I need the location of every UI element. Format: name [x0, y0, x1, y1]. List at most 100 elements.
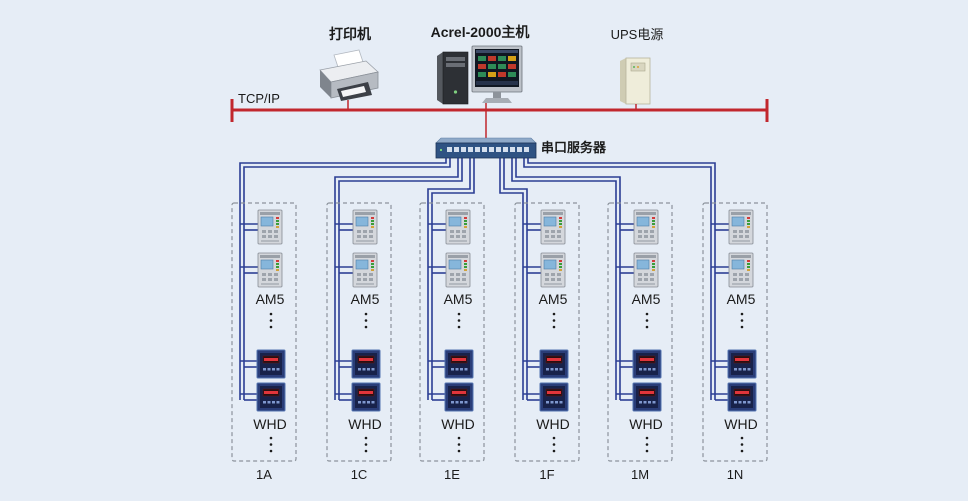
am5-top-strip	[543, 255, 563, 258]
am5-led	[276, 220, 279, 222]
am5-key	[462, 278, 466, 281]
serial-server-icon	[435, 137, 537, 159]
ellipsis-dots	[740, 312, 744, 329]
tcp-ip-network-bus	[230, 99, 769, 139]
whd-button	[276, 401, 280, 404]
am5-key	[369, 278, 373, 281]
am5-key	[450, 273, 454, 276]
am5-led	[559, 266, 562, 268]
whd-button	[464, 368, 468, 371]
am5-led	[464, 260, 467, 262]
am5-key	[363, 278, 367, 281]
am5-key	[357, 235, 361, 238]
screen-block	[488, 72, 496, 77]
whd-digits	[640, 358, 654, 361]
am5-led	[747, 260, 750, 262]
lower-device-label: WHD	[536, 416, 569, 432]
whd-meter-icon	[444, 382, 474, 412]
ellipsis-dot	[645, 436, 649, 440]
whd-button	[546, 401, 549, 404]
am5-led	[747, 263, 750, 265]
am5-led	[747, 220, 750, 222]
am5-key	[357, 230, 361, 233]
meter-groups: AM5WHD1AAM5WHD1CAM5WHD1EAM5WHD1FAM5WHD1M…	[231, 202, 768, 482]
am5-device-icon	[257, 252, 283, 288]
whd-button	[451, 401, 454, 404]
whd-button	[272, 401, 275, 404]
rs485-trunk-line	[334, 157, 459, 400]
rs485-trunk-line	[511, 157, 617, 400]
am5-key	[262, 278, 266, 281]
group-dashed-border	[607, 202, 673, 462]
ellipsis-dot	[457, 325, 461, 329]
group-label: 1M	[631, 467, 649, 482]
am5-top-strip	[543, 212, 563, 215]
am5-key	[450, 230, 454, 233]
whd-button	[648, 401, 651, 404]
printer-output-sheet	[341, 86, 366, 97]
am5-key	[456, 235, 460, 238]
tower-side	[437, 52, 443, 104]
whd-meter-icon	[256, 349, 286, 379]
whd-button	[648, 368, 651, 371]
upper-device-label: AM5	[444, 291, 473, 307]
am5-led	[652, 269, 655, 271]
am5-key	[557, 278, 561, 281]
ellipsis-dot	[645, 325, 649, 329]
am5-led	[559, 260, 562, 262]
rs485-trunk-line	[243, 157, 451, 400]
whd-meter-icon	[727, 382, 757, 412]
am5-key	[363, 273, 367, 276]
ellipsis-dot	[364, 436, 368, 440]
am5-led	[652, 217, 655, 219]
ellipsis-dot	[645, 449, 649, 453]
printer-icon	[319, 49, 379, 101]
am5-led	[559, 223, 562, 225]
ellipsis-dot	[457, 449, 461, 453]
whd-button	[358, 401, 361, 404]
am5-top-strip	[260, 212, 280, 215]
monitor-base	[482, 98, 512, 103]
whd-button	[362, 368, 366, 371]
ellipsis-dot	[269, 443, 273, 446]
host-label: Acrel-2000主机	[431, 24, 530, 40]
am5-led	[276, 269, 279, 271]
am5-device-icon	[540, 209, 566, 245]
am5-key	[357, 273, 361, 276]
group-dashed-border	[514, 202, 580, 462]
whd-digits	[264, 358, 278, 361]
am5-display	[448, 216, 462, 227]
ellipsis-dot	[740, 436, 744, 440]
am5-key	[262, 230, 266, 233]
rs485-trunk-line	[527, 157, 716, 400]
am5-display	[636, 216, 650, 227]
whd-button	[267, 368, 271, 371]
whd-button	[460, 401, 463, 404]
screen-content	[476, 56, 518, 85]
whd-digits	[640, 391, 654, 394]
am5-key	[369, 235, 373, 238]
ellipsis-dot	[552, 449, 556, 453]
am5-key	[268, 235, 272, 238]
ellipsis-dot	[269, 312, 273, 316]
whd-button	[652, 401, 656, 404]
am5-device-icon	[728, 209, 754, 245]
am5-key	[650, 273, 654, 276]
whd-meter-icon	[351, 382, 381, 412]
whd-button	[559, 401, 563, 404]
am5-led	[464, 266, 467, 268]
screen-block	[478, 56, 486, 61]
am5-key	[638, 230, 642, 233]
whd-button	[747, 368, 751, 371]
am5-device-icon	[257, 209, 283, 245]
am5-led	[371, 226, 374, 228]
switch-port	[461, 147, 466, 152]
am5-bottom-strip	[261, 240, 279, 242]
ellipsis-dot	[269, 325, 273, 329]
screen-block	[478, 64, 486, 69]
am5-bottom-strip	[261, 283, 279, 285]
am5-device-icon	[633, 252, 659, 288]
